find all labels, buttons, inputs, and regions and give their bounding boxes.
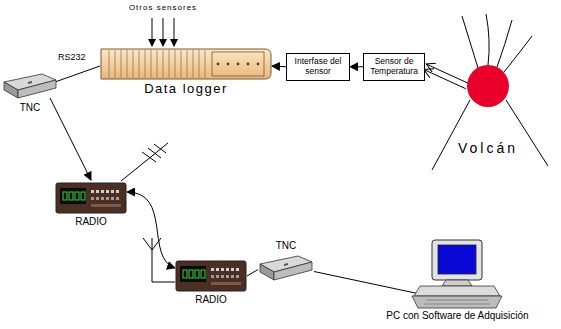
connector-line <box>55 66 100 82</box>
connector-line <box>350 66 363 67</box>
volcano: Volcán <box>448 62 528 156</box>
radio-device: RADIO <box>175 258 247 306</box>
tnc-device: TNC <box>258 240 314 284</box>
connector-line <box>314 272 420 295</box>
volcano-cone <box>432 14 548 170</box>
device-label: PC con Software de Adquisición <box>370 310 545 322</box>
data-logger: Data logger <box>100 46 272 97</box>
sensor-box: Sensor de Temperatura <box>363 53 425 81</box>
box-text: Interfase del sensor <box>290 57 346 77</box>
tnc-device-icon <box>2 70 58 102</box>
radio-device-icon <box>175 258 247 294</box>
connector <box>247 270 258 277</box>
connector <box>127 192 175 268</box>
connector <box>272 66 286 68</box>
connector <box>350 66 363 67</box>
radio-device-icon <box>55 180 127 216</box>
connector <box>50 98 91 180</box>
connector-line <box>247 270 258 277</box>
volcano-icon <box>448 62 528 140</box>
pc-computer-icon <box>370 238 545 310</box>
connector-line <box>272 66 286 68</box>
connector-line <box>50 98 91 180</box>
edge-label: RS232 <box>57 53 87 63</box>
pc-computer: PC con Software de Adquisición <box>370 238 545 322</box>
antenna <box>121 143 168 181</box>
radio-device: RADIO <box>55 180 127 228</box>
device-label: TNC <box>2 102 58 114</box>
device-label: Data logger <box>100 82 272 97</box>
connector <box>314 272 420 295</box>
connector-line <box>424 69 466 88</box>
connector-line <box>127 192 175 268</box>
connector <box>55 66 100 82</box>
device-label: RADIO <box>55 216 127 228</box>
tnc-device-icon <box>258 252 314 284</box>
device-label: TNC <box>258 240 314 252</box>
volcano-label: Volcán <box>448 140 528 156</box>
interface-box: Interfase del sensor <box>286 53 350 81</box>
device-label: RADIO <box>175 294 247 306</box>
box-text: Sensor de Temperatura <box>367 57 421 77</box>
tnc-device: TNC <box>2 70 58 114</box>
sensor-arrows <box>152 18 174 46</box>
sensor-label: Otros sensores <box>113 3 213 12</box>
data-logger-icon <box>100 46 272 82</box>
connector <box>424 64 468 89</box>
